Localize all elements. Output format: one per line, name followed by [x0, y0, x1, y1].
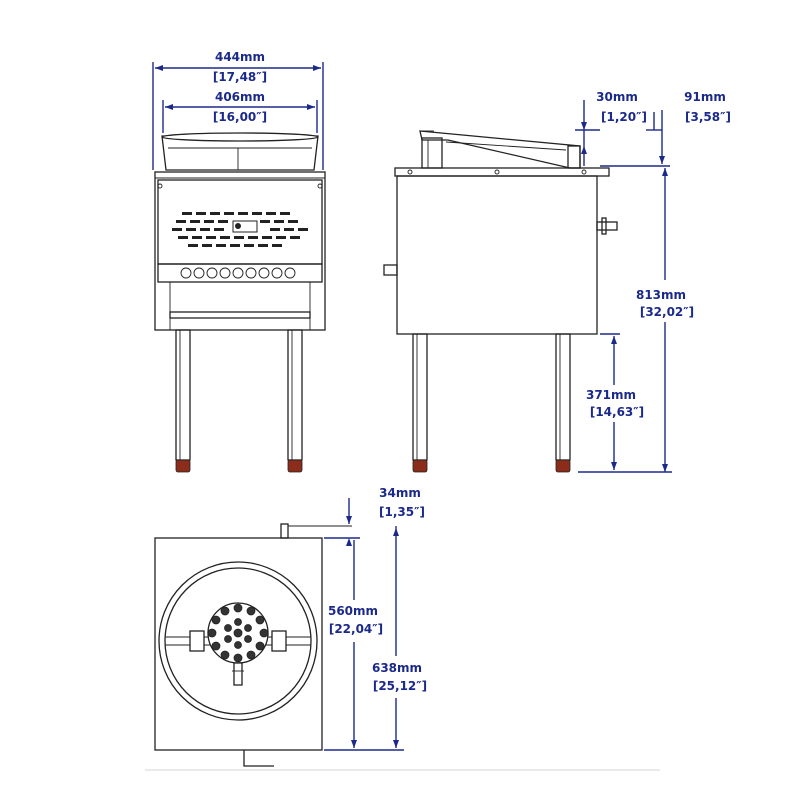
- overall-height-in: [32,02″]: [640, 305, 694, 319]
- overall-width-in: [17,48″]: [213, 70, 267, 84]
- top-ring-inner: [164, 567, 312, 715]
- front-body: [154, 171, 326, 331]
- side-body: [396, 175, 598, 335]
- side-leg-left: [412, 333, 428, 461]
- top-view: [154, 523, 352, 767]
- dim-overall-height: 813mm [32,02″]: [578, 168, 694, 473]
- top-bottom-handle: [243, 750, 274, 767]
- leg-height-mm: 371mm: [586, 388, 636, 402]
- side-foot-right: [555, 459, 571, 473]
- side-foot-left: [412, 459, 428, 473]
- body-depth-mm: 560mm: [328, 604, 378, 618]
- ring-height-mm: 91mm: [684, 90, 726, 104]
- side-top-plate: [394, 167, 610, 177]
- front-view: [154, 132, 326, 473]
- top-offset-mm: 30mm: [596, 90, 638, 104]
- side-leg-right: [555, 333, 571, 461]
- front-foot-right: [287, 459, 303, 473]
- front-leg-right: [287, 329, 303, 461]
- overall-height-mm: 813mm: [636, 288, 686, 302]
- top-offset-in: [1,20″]: [601, 110, 647, 124]
- side-view: [383, 130, 618, 473]
- dim-overall-width: 444mm [17,48″]: [152, 50, 324, 170]
- front-burner-ports: [180, 267, 296, 279]
- pipe-offset-in: [1,35″]: [379, 505, 425, 519]
- top-body: [154, 537, 323, 751]
- pipe-offset-mm: 34mm: [379, 486, 421, 500]
- front-vent-slots: [172, 212, 308, 247]
- front-leg-left: [175, 329, 191, 461]
- dim-ring-height: 91mm [3,58″]: [600, 90, 731, 167]
- dim-body-depth: 560mm [22,04″]: [324, 540, 404, 751]
- leg-height-in: [14,63″]: [590, 405, 644, 419]
- top-ring-outer: [158, 561, 318, 721]
- overall-depth-mm: 638mm: [372, 661, 422, 675]
- overall-depth-in: [25,12″]: [373, 679, 427, 693]
- dim-leg-height: 371mm [14,63″]: [586, 333, 644, 470]
- dim-ring-width: 406mm [16,00″]: [162, 90, 318, 133]
- ring-height-in: [3,58″]: [685, 110, 731, 124]
- ring-width-mm: 406mm: [215, 90, 265, 104]
- top-burner-jets: [207, 603, 269, 663]
- dim-pipe-offset: 34mm [1,35″]: [324, 486, 425, 546]
- ring-width-in: [16,00″]: [213, 110, 267, 124]
- body-depth-in: [22,04″]: [329, 622, 383, 636]
- side-gas-pipe: [596, 221, 618, 231]
- dim-top-offset: 30mm [1,20″]: [575, 90, 662, 166]
- side-valve-stub: [383, 264, 398, 276]
- dim-overall-depth: 638mm [25,12″]: [372, 526, 427, 748]
- overall-width-mm: 444mm: [215, 50, 265, 64]
- front-foot-left: [175, 459, 191, 473]
- top-pipe-stub: [280, 523, 289, 539]
